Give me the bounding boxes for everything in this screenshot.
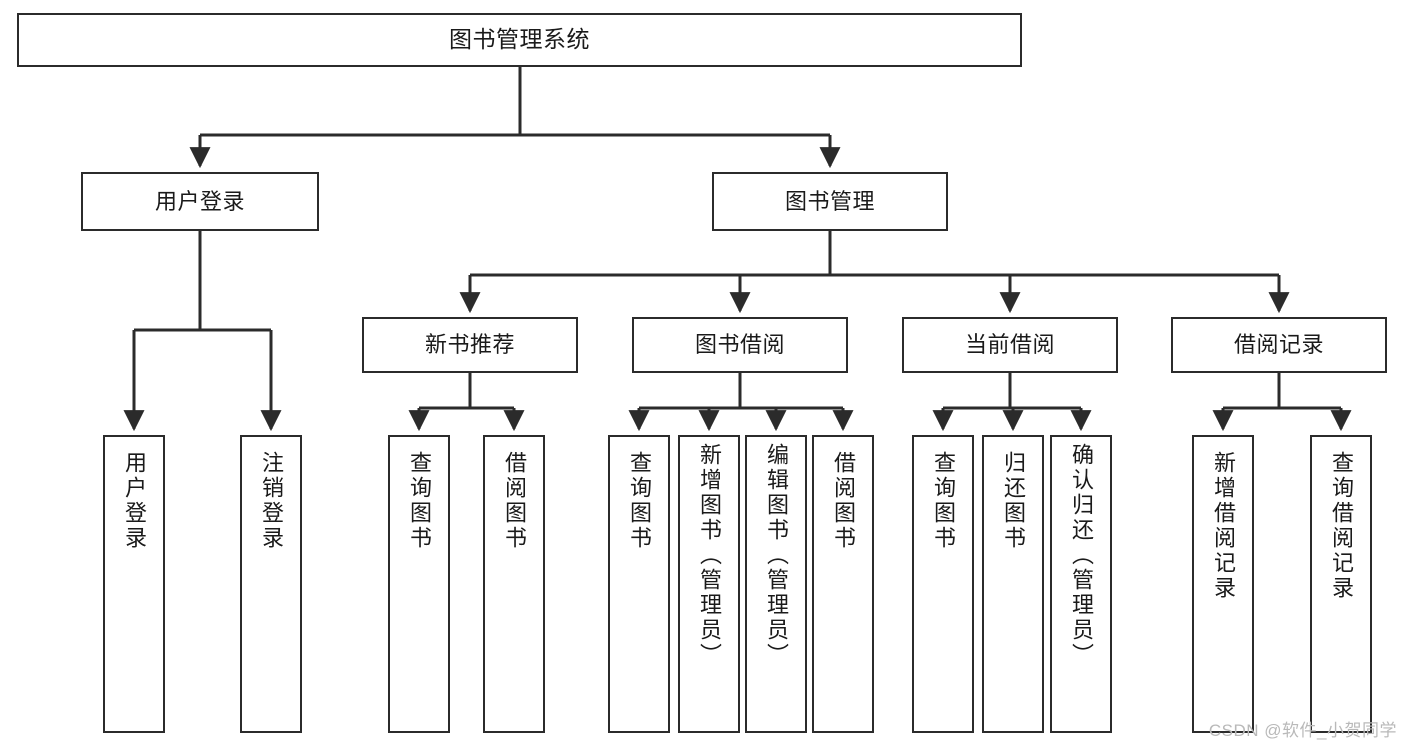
node-leaf-user-login[interactable]: 用户登录	[103, 435, 165, 733]
node-book-manage-label: 图书管理	[784, 188, 875, 214]
node-leaf-rec-search-label: 查询借阅记录	[1329, 451, 1354, 601]
node-leaf-rec-add-label: 新增借阅记录	[1211, 451, 1236, 601]
node-leaf-rec-borrow-label: 借阅图书	[502, 451, 527, 551]
node-new-book-rec-label: 新书推荐	[424, 332, 515, 358]
watermark: CSDN @软件_小贺同学	[1208, 721, 1397, 740]
node-current-borrow[interactable]: 当前借阅	[902, 317, 1118, 373]
node-leaf-cur-return-label: 归还图书	[1001, 451, 1026, 551]
node-leaf-user-logout-label: 注销登录	[259, 451, 284, 551]
node-leaf-borrow-lend-label: 借阅图书	[831, 451, 856, 551]
node-leaf-cur-confirm-label: 确认归还（管理员）	[1069, 443, 1094, 668]
node-leaf-cur-query[interactable]: 查询图书	[912, 435, 974, 733]
node-leaf-rec-borrow[interactable]: 借阅图书	[483, 435, 545, 733]
node-leaf-cur-query-label: 查询图书	[931, 451, 956, 551]
node-leaf-borrow-edit-label: 编辑图书（管理员）	[764, 443, 789, 668]
node-leaf-borrow-lend[interactable]: 借阅图书	[812, 435, 874, 733]
node-borrow-record[interactable]: 借阅记录	[1171, 317, 1387, 373]
node-leaf-borrow-add-label: 新增图书（管理员）	[697, 443, 722, 668]
node-user-login[interactable]: 用户登录	[81, 172, 319, 231]
node-leaf-borrow-edit[interactable]: 编辑图书（管理员）	[745, 435, 807, 733]
node-book-borrow-label: 图书借阅	[694, 332, 785, 358]
node-new-book-rec[interactable]: 新书推荐	[362, 317, 578, 373]
node-leaf-cur-confirm[interactable]: 确认归还（管理员）	[1050, 435, 1112, 733]
node-leaf-cur-return[interactable]: 归还图书	[982, 435, 1044, 733]
node-book-borrow[interactable]: 图书借阅	[632, 317, 848, 373]
node-leaf-borrow-query[interactable]: 查询图书	[608, 435, 670, 733]
node-leaf-borrow-query-label: 查询图书	[627, 451, 652, 551]
node-root-label: 图书管理系统	[449, 26, 590, 53]
node-leaf-borrow-add[interactable]: 新增图书（管理员）	[678, 435, 740, 733]
node-leaf-user-login-label: 用户登录	[122, 451, 147, 551]
node-leaf-rec-query[interactable]: 查询图书	[388, 435, 450, 733]
node-leaf-rec-search[interactable]: 查询借阅记录	[1310, 435, 1372, 733]
node-book-manage[interactable]: 图书管理	[712, 172, 948, 231]
node-root[interactable]: 图书管理系统	[17, 13, 1022, 67]
node-user-login-label: 用户登录	[154, 188, 245, 214]
node-leaf-rec-add[interactable]: 新增借阅记录	[1192, 435, 1254, 733]
node-leaf-user-logout[interactable]: 注销登录	[240, 435, 302, 733]
node-borrow-record-label: 借阅记录	[1233, 332, 1324, 358]
node-leaf-rec-query-label: 查询图书	[407, 451, 432, 551]
node-current-borrow-label: 当前借阅	[964, 332, 1055, 358]
